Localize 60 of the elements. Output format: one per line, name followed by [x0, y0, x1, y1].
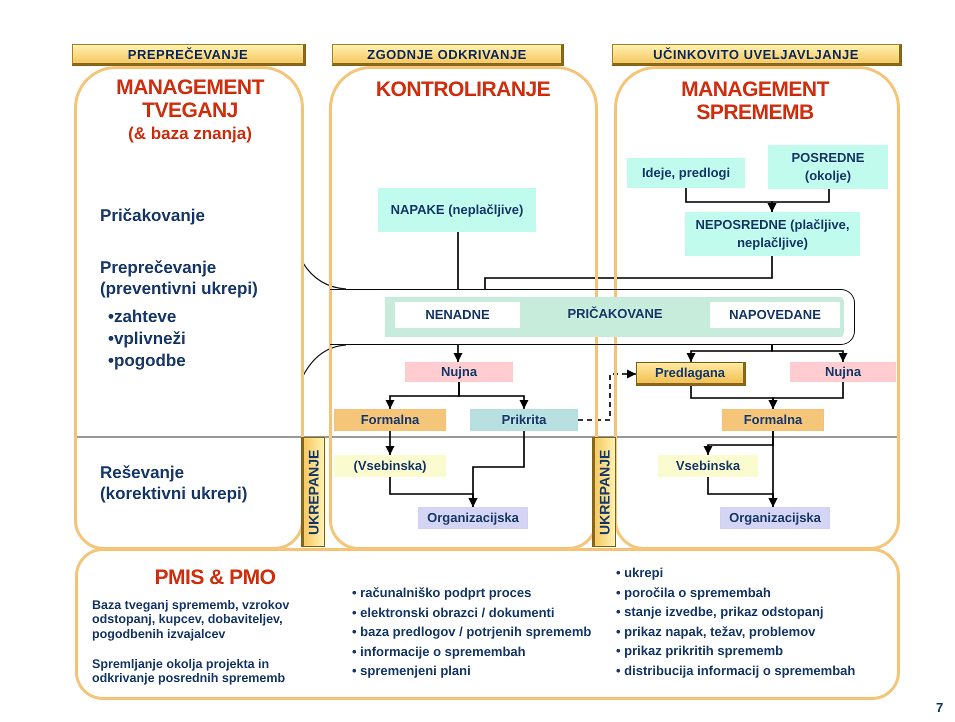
section-heading: Reševanje (korektivni ukrepi)	[100, 462, 248, 504]
bullet-item: • poročila o spremembah	[616, 584, 771, 600]
change-box: Formalna	[334, 409, 446, 431]
bullet-item: •pogodbe	[108, 350, 187, 372]
change-box: Predlagana	[636, 362, 746, 386]
bullet-item: • spremenjeni plani	[352, 663, 471, 678]
section-heading: Pričakovanje	[100, 205, 206, 226]
bullet-item: • elektronski obrazci / dokumenti	[352, 604, 554, 620]
panel-title: PMIS & PMO	[153, 566, 276, 590]
bullet-item: • računalniško podprt proces	[352, 585, 532, 600]
bullet-item: • informacije o spremembah	[352, 644, 526, 658]
change-box: Nujna	[790, 362, 896, 382]
change-box: Nujna	[405, 362, 513, 382]
bullet-item: • distribucija informacij o spremembah	[616, 662, 856, 678]
category-box: NENADNE	[395, 302, 520, 328]
change-box: (Vsebinska)	[334, 455, 446, 477]
bullet-item: •vplivneži	[108, 328, 187, 350]
bullet-item: • prikaz napak, težav, problemov	[616, 624, 816, 638]
dashed-arrow	[578, 370, 636, 421]
bullet-item: • prikaz prikritih sprememb	[616, 643, 784, 658]
connector-line	[457, 232, 459, 289]
column-header: UČINKOVITO UVELJAVLJANJE	[612, 44, 902, 66]
category-box: NAPOVEDANE	[710, 302, 840, 328]
section-heading: Preprečevanje (preventivni ukrepi)	[100, 257, 259, 300]
panel-paragraph: Baza tveganj sprememb, vzrokov odstopanj, kupcev, dobaviteljev, pogodbenih izvajalcev	[92, 598, 290, 642]
column-header: PREPREČEVANJE	[72, 44, 306, 66]
change-box: Formalna	[722, 409, 824, 431]
page-number: 7	[936, 700, 944, 715]
change-box: Vsebinska	[658, 455, 758, 477]
panel-subtitle: (& baza znanja)	[127, 124, 253, 144]
bullet-item: • baza predlogov / potrjenih sprememb	[352, 624, 592, 639]
arrow	[468, 431, 525, 507]
column-header: ZGODNJE ODKRIVANJE	[332, 44, 564, 66]
panel-paragraph: Spremljanje okolja projekta in odkrivanje posrednih sprememb	[92, 657, 286, 686]
category-box: POSREDNE (okolje)	[768, 145, 888, 189]
category-box: Ideje, predlogi	[627, 158, 745, 188]
bottom-panel	[75, 548, 900, 700]
arrow	[768, 189, 830, 212]
bullet-item: •zahteve	[108, 306, 178, 328]
category-box: NAPAKE (neplačljive)	[378, 188, 536, 232]
vertical-bar: UKREPANJE	[301, 437, 325, 547]
change-box: Organizacijska	[720, 507, 830, 529]
arrow	[458, 382, 528, 409]
band-label: PRIČAKOVANE	[566, 306, 664, 321]
panel-title: KONTROLIRANJE	[374, 78, 552, 102]
change-box: Organizacijska	[418, 507, 528, 529]
bullet-item: • stanje izvedbe, prikaz odstopanj	[616, 604, 824, 619]
arrow	[386, 431, 394, 455]
arrow	[771, 345, 848, 362]
arrow	[707, 477, 778, 507]
arrow	[454, 345, 462, 362]
arrow	[768, 382, 844, 409]
category-box: NEPOSREDNE (plačljive, neplačljive)	[685, 212, 860, 256]
vertical-bar: UKREPANJE	[592, 437, 616, 547]
bullet-item: • ukrepi	[616, 565, 664, 580]
panel-title: MANAGEMENT TVEGANJ	[115, 76, 266, 122]
panel-title: MANAGEMENT SPREMEMB	[680, 78, 830, 124]
column-panel	[72, 44, 306, 550]
connector-line	[484, 256, 773, 289]
change-box: Prikrita	[470, 409, 578, 431]
